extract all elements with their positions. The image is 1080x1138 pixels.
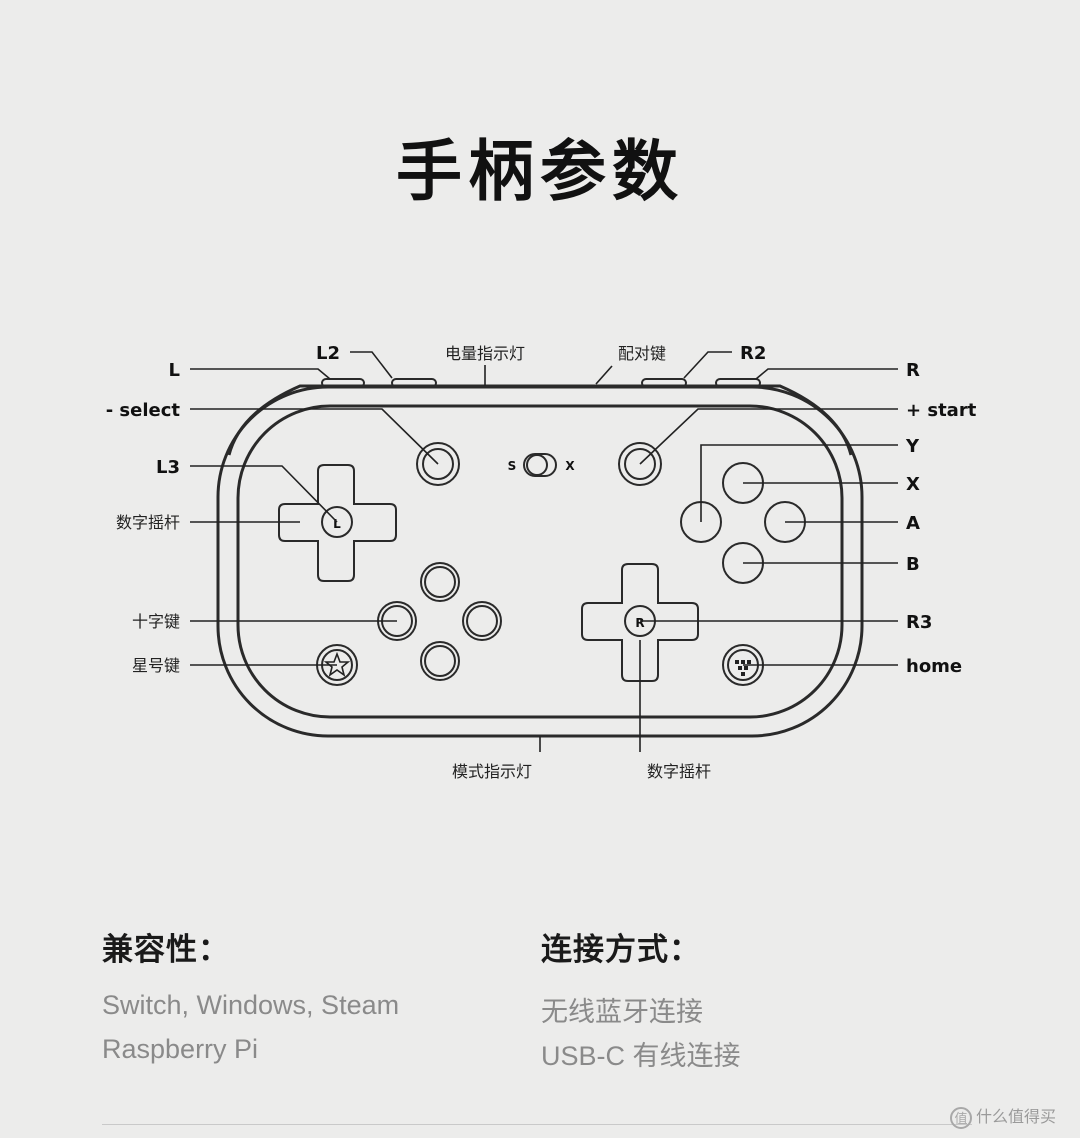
- label-start: + start: [906, 400, 977, 421]
- mode-switch-knob: [526, 454, 548, 476]
- label-mode-led: 模式指示灯: [452, 762, 532, 781]
- leader-r: [755, 368, 898, 380]
- dpad-right-inner: [466, 605, 498, 637]
- leader-pair-key: [595, 365, 613, 385]
- leader-lines: [190, 351, 898, 752]
- leader-y: [700, 444, 898, 522]
- label-l3: L3: [156, 457, 180, 478]
- label-home: home: [906, 656, 962, 677]
- footer-divider: [102, 1124, 972, 1125]
- page-title: 手柄参数: [396, 133, 684, 210]
- label-b: B: [906, 554, 920, 575]
- label-y: Y: [905, 436, 920, 457]
- label-pair-key: 配对键: [618, 344, 666, 363]
- leader-r2: [683, 351, 732, 379]
- leader-l3: [190, 465, 338, 523]
- right-stick-letter: R: [635, 616, 644, 630]
- label-l: L: [169, 360, 180, 381]
- dpad-down-inner: [424, 645, 456, 677]
- star-icon: [323, 651, 351, 677]
- controller-body: [216, 385, 864, 738]
- label-dpad: 十字键: [132, 612, 180, 631]
- left-stick-letter: L: [333, 517, 341, 531]
- label-x: X: [906, 474, 920, 495]
- label-star-key: 星号键: [132, 656, 180, 675]
- label-a: A: [906, 513, 920, 534]
- watermark: 值什么值得买: [950, 1103, 1056, 1129]
- connect-line-2: USB-C 有线连接: [541, 1041, 741, 1071]
- label-r: R: [906, 360, 920, 381]
- leader-start: [639, 408, 898, 465]
- watermark-text: 什么值得买: [976, 1107, 1057, 1126]
- controller-inner-panel: [236, 404, 844, 719]
- label-l2: L2: [316, 343, 340, 364]
- compat-line-1: Switch, Windows, Steam: [102, 990, 400, 1020]
- label-left-stick: 数字摇杆: [116, 513, 180, 532]
- mode-switch-s-label: S: [508, 459, 517, 473]
- leader-l2: [350, 351, 393, 379]
- label-battery-led: 电量指示灯: [445, 344, 525, 363]
- label-r2: R2: [740, 343, 766, 364]
- label-select: - select: [106, 400, 181, 421]
- leader-l: [190, 368, 331, 380]
- connect-line-1: 无线蓝牙连接: [541, 997, 703, 1027]
- label-right-stick: 数字摇杆: [647, 762, 711, 781]
- compat-line-2: Raspberry Pi: [102, 1034, 259, 1064]
- watermark-logo-icon: 值: [950, 1106, 972, 1129]
- compat-heading: 兼容性：: [102, 932, 230, 968]
- mode-switch-x-label: X: [565, 459, 575, 473]
- leader-select: [190, 408, 439, 465]
- connect-heading: 连接方式：: [541, 932, 701, 968]
- dpad-up-inner: [424, 566, 456, 598]
- home-icon: [735, 660, 751, 676]
- label-r3: R3: [906, 612, 932, 633]
